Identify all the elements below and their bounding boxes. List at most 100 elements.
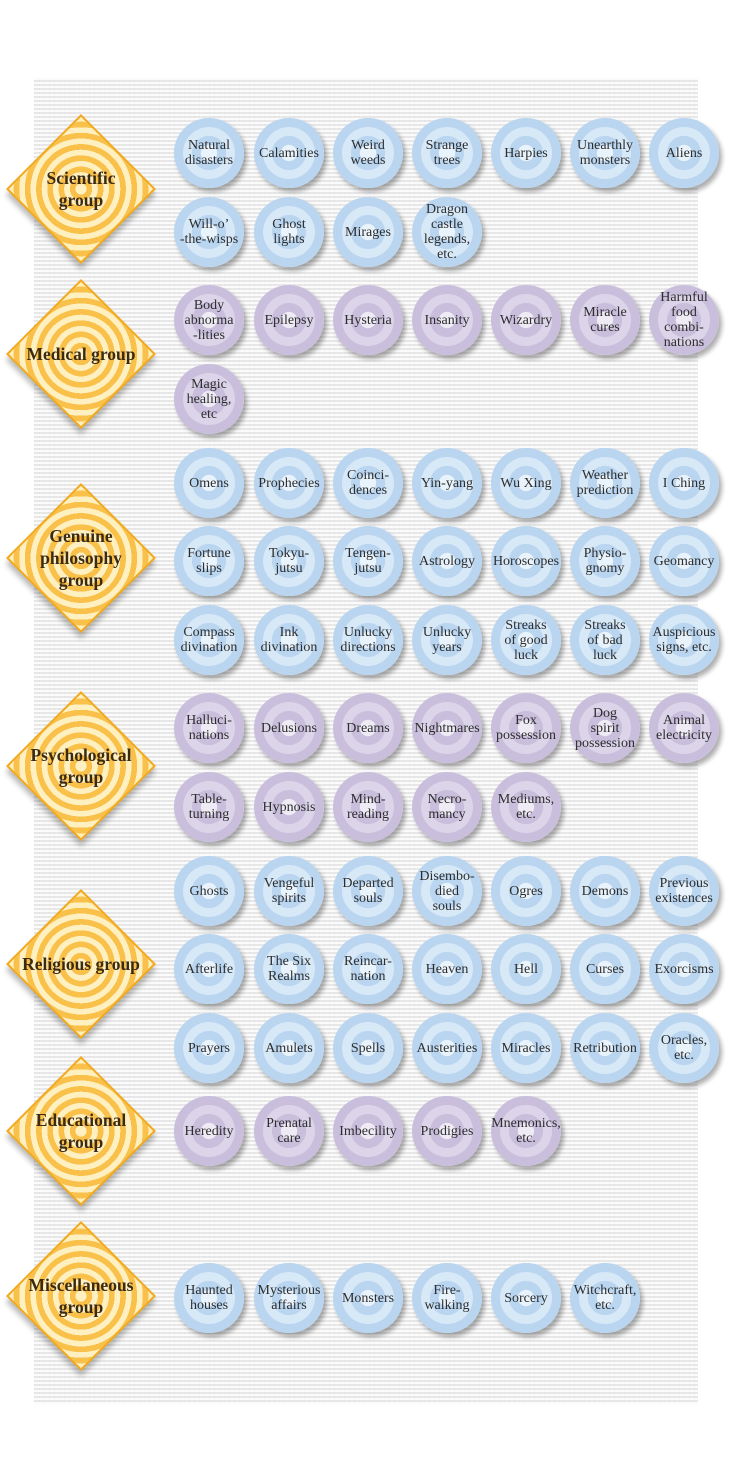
group-diamond: Psychological group — [6, 691, 156, 841]
topic-circle: Haunted houses — [174, 1263, 244, 1333]
topic-circle: Halluci- nations — [174, 693, 244, 763]
topic-circle: Dreams — [333, 693, 403, 763]
topic-circle: Demons — [570, 856, 640, 926]
group-diamond: Miscellaneous group — [6, 1221, 156, 1371]
topic-circle: Ogres — [491, 856, 561, 926]
topic-label: Auspicious signs, etc. — [652, 625, 716, 655]
topic-circle: Yin-yang — [412, 448, 482, 518]
topic-circle: Prenatal care — [254, 1096, 324, 1166]
topic-label: Epilepsy — [264, 312, 314, 328]
topic-circle: Hell — [491, 934, 561, 1004]
topic-label: Nightmares — [414, 720, 480, 736]
topic-circle: Mysterious affairs — [254, 1263, 324, 1333]
topic-label: Mysterious affairs — [257, 1283, 321, 1313]
topic-label: Magic healing, etc — [186, 376, 232, 422]
topic-label: Harmful food combi- nations — [660, 290, 708, 350]
topic-circle: Mediums, etc. — [491, 772, 561, 842]
group-label: Educational group — [35, 1110, 127, 1152]
topic-circle: Harpies — [491, 118, 561, 188]
topic-circle: Imbecility — [333, 1096, 403, 1166]
topic-label: Wu Xing — [500, 475, 552, 491]
topic-label: Will-o’ -the-wisps — [179, 217, 239, 247]
topic-label: Prayers — [188, 1040, 230, 1056]
topic-circle: Streaks of good luck — [491, 605, 561, 675]
topic-label: Geomancy — [653, 553, 715, 569]
topic-circle: Wu Xing — [491, 448, 561, 518]
topic-label: Hell — [513, 961, 539, 977]
topic-circle: Prayers — [174, 1013, 244, 1083]
topic-circle: Body abnorma -lities — [174, 285, 244, 355]
topic-circle: Geomancy — [649, 526, 719, 596]
topic-label: Fire- walking — [424, 1283, 470, 1313]
topic-label: Departed souls — [342, 876, 394, 906]
topic-label: Yin-yang — [420, 475, 474, 491]
topic-circle: Afterlife — [174, 934, 244, 1004]
topic-label: Fox possession — [496, 713, 556, 743]
topic-circle: Tokyu- jutsu — [254, 526, 324, 596]
topic-label: Delusions — [261, 720, 317, 736]
topic-label: Tokyu- jutsu — [268, 546, 310, 576]
topic-circle: Auspicious signs, etc. — [649, 605, 719, 675]
topic-circle: Nightmares — [412, 693, 482, 763]
topic-label: Compass divination — [180, 625, 238, 655]
topic-circle: Hypnosis — [254, 772, 324, 842]
topic-label: Vengeful spirits — [263, 876, 315, 906]
topic-label: Prodigies — [420, 1123, 474, 1139]
topic-circle: Table- turning — [174, 772, 244, 842]
topic-circle: Monsters — [333, 1263, 403, 1333]
topic-label: Mind- reading — [347, 792, 389, 822]
topic-label: Horoscopes — [492, 553, 560, 569]
topic-label: Harpies — [504, 145, 548, 161]
topic-label: Haunted houses — [185, 1283, 233, 1313]
topic-circle: Insanity — [412, 285, 482, 355]
topic-circle: Tengen- jutsu — [333, 526, 403, 596]
topic-circle: Sorcery — [491, 1263, 561, 1333]
topic-label: Prenatal care — [266, 1116, 312, 1146]
topic-label: Sorcery — [504, 1290, 548, 1306]
group-diamond: Medical group — [6, 279, 156, 429]
topic-label: Disembo- died souls — [419, 868, 475, 914]
topic-circle: Compass divination — [174, 605, 244, 675]
topic-label: Hypnosis — [262, 799, 316, 815]
topic-label: Astrology — [419, 553, 475, 569]
topic-circle: Mind- reading — [333, 772, 403, 842]
topic-label: Heredity — [184, 1123, 234, 1139]
group-label: Miscellaneous group — [28, 1275, 134, 1317]
topic-circle: Calamities — [254, 118, 324, 188]
topic-label: Retribution — [573, 1040, 637, 1056]
topic-circle: Natural disasters — [174, 118, 244, 188]
topic-label: Unlucky years — [422, 625, 472, 655]
topic-circle: Will-o’ -the-wisps — [174, 197, 244, 267]
group-diamond: Educational group — [6, 1056, 156, 1206]
topic-label: Hysteria — [344, 312, 392, 328]
topic-label: Strange trees — [425, 138, 469, 168]
topic-label: Mnemonics, etc. — [491, 1116, 561, 1146]
topic-circle: Strange trees — [412, 118, 482, 188]
topic-circle: Weird weeds — [333, 118, 403, 188]
group-label: Psychological group — [30, 745, 132, 787]
topic-label: Ghosts — [189, 883, 229, 899]
topic-circle: Curses — [570, 934, 640, 1004]
topic-label: Dragon castle legends, etc. — [423, 202, 471, 262]
topic-circle: Ghost lights — [254, 197, 324, 267]
topic-circle: Reincar- nation — [333, 934, 403, 1004]
topic-circle: Spells — [333, 1013, 403, 1083]
topic-circle: Unlucky directions — [333, 605, 403, 675]
topic-label: Reincar- nation — [344, 954, 392, 984]
topic-label: The Six Realms — [267, 954, 311, 984]
topic-label: Omens — [189, 475, 229, 491]
topic-circle: Heredity — [174, 1096, 244, 1166]
topic-label: Wizardry — [499, 312, 553, 328]
topic-circle: Omens — [174, 448, 244, 518]
topic-label: Animal electricity — [656, 713, 712, 743]
topic-label: Mediums, etc. — [497, 792, 555, 822]
topic-label: Oracles, etc. — [660, 1033, 708, 1063]
topic-label: Afterlife — [184, 961, 234, 977]
topic-circle: Prophecies — [254, 448, 324, 518]
topic-label: Fortune slips — [187, 546, 231, 576]
topic-label: Halluci- nations — [186, 713, 232, 743]
topic-label: Austerities — [416, 1040, 478, 1056]
topic-circle: Streaks of bad luck — [570, 605, 640, 675]
group-label: Genuine philosophy group — [40, 526, 122, 590]
